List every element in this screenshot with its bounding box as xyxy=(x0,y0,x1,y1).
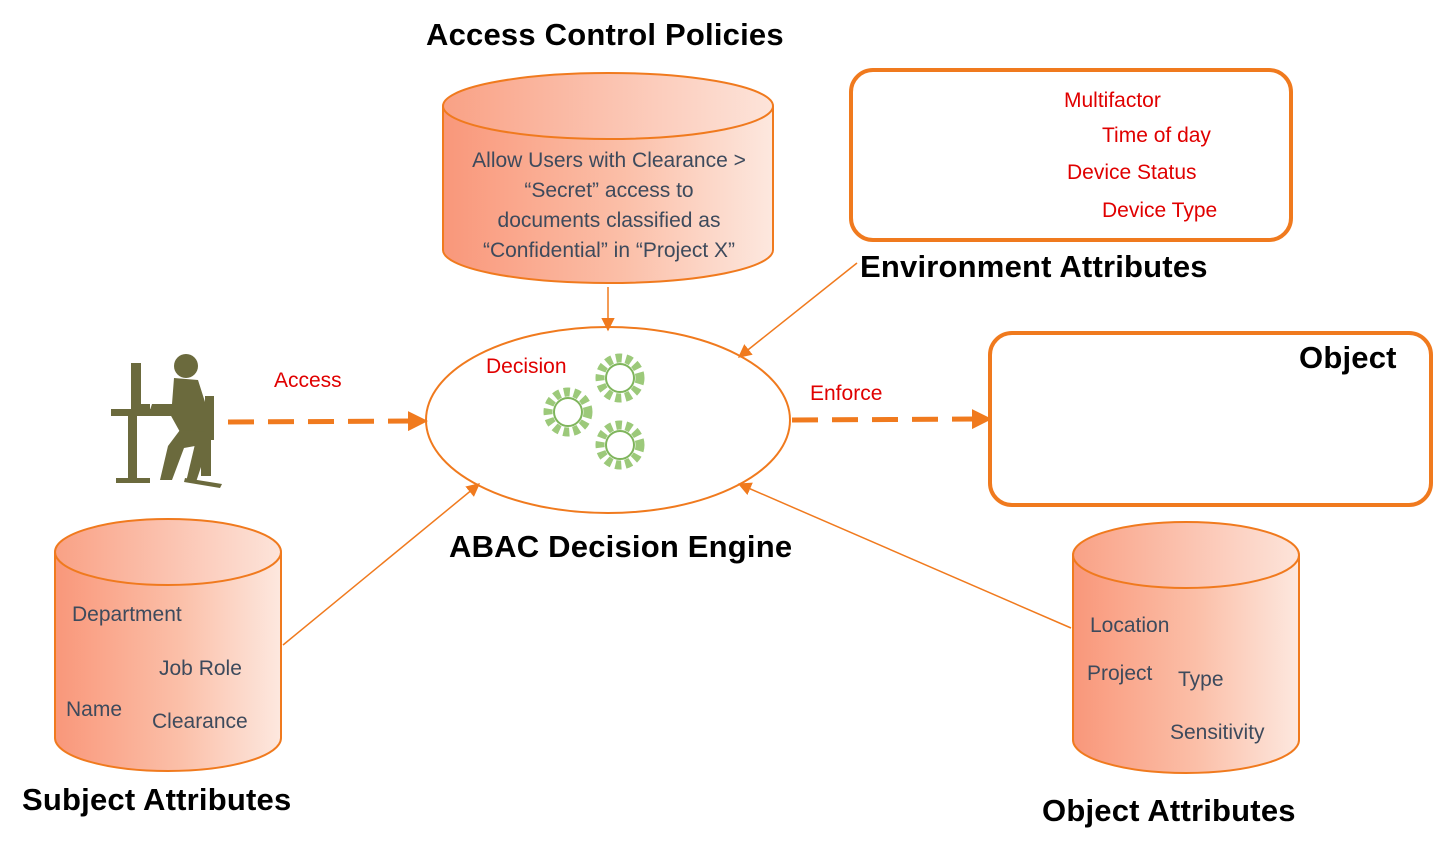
environment-item: Multifactor xyxy=(1064,89,1161,112)
decision-label: Decision xyxy=(486,355,567,378)
access-arrow xyxy=(227,411,428,432)
object-attribute-item: Sensitivity xyxy=(1170,721,1265,744)
policies-cylinder xyxy=(442,72,774,284)
subject-attribute-item: Department xyxy=(72,603,182,626)
object-attribute-item: Project xyxy=(1087,662,1153,685)
access-label: Access xyxy=(274,369,342,392)
policy-line: documents classified as xyxy=(497,209,721,232)
user-at-computer-icon xyxy=(111,354,222,488)
subject-attribute-item: Job Role xyxy=(159,657,242,680)
subject-to-engine-arrow xyxy=(282,483,481,646)
object-attribute-item: Type xyxy=(1178,668,1224,691)
subject-attributes-cylinder xyxy=(54,518,282,772)
policies-title: Access Control Policies xyxy=(426,17,784,52)
subject-attribute-item: Clearance xyxy=(152,710,248,733)
environment-item: Time of day xyxy=(1102,124,1211,147)
object-attributes-title: Object Attributes xyxy=(1042,793,1296,828)
subject-title: Subject Attributes xyxy=(22,782,292,817)
gears-icon xyxy=(543,353,645,470)
policy-line: “Secret” access to xyxy=(524,179,694,202)
environment-to-engine-arrow xyxy=(737,262,858,358)
engine-title: ABAC Decision Engine xyxy=(449,529,793,564)
object-attribute-item: Location xyxy=(1090,614,1170,637)
environment-attributes-box xyxy=(849,68,1293,242)
environment-item: Device Type xyxy=(1102,199,1218,222)
policy-line: Allow Users with Clearance > xyxy=(472,149,746,172)
environment-item: Device Status xyxy=(1067,161,1197,184)
object-title: Object xyxy=(1299,340,1397,375)
subject-attribute-item: Name xyxy=(66,698,123,721)
decision-engine-ellipse xyxy=(425,326,791,514)
object-box xyxy=(988,331,1433,507)
environment-title: Environment Attributes xyxy=(860,249,1208,284)
enforce-label: Enforce xyxy=(810,382,883,405)
enforce-arrow xyxy=(791,409,992,430)
policy-rule-text: Allow Users with Clearance > “Secret” ac… xyxy=(445,146,773,266)
object-attributes-cylinder xyxy=(1072,521,1300,774)
policy-line: “Confidential” in “Project X” xyxy=(482,239,736,262)
object-attributes-to-engine-arrow xyxy=(737,482,1072,629)
